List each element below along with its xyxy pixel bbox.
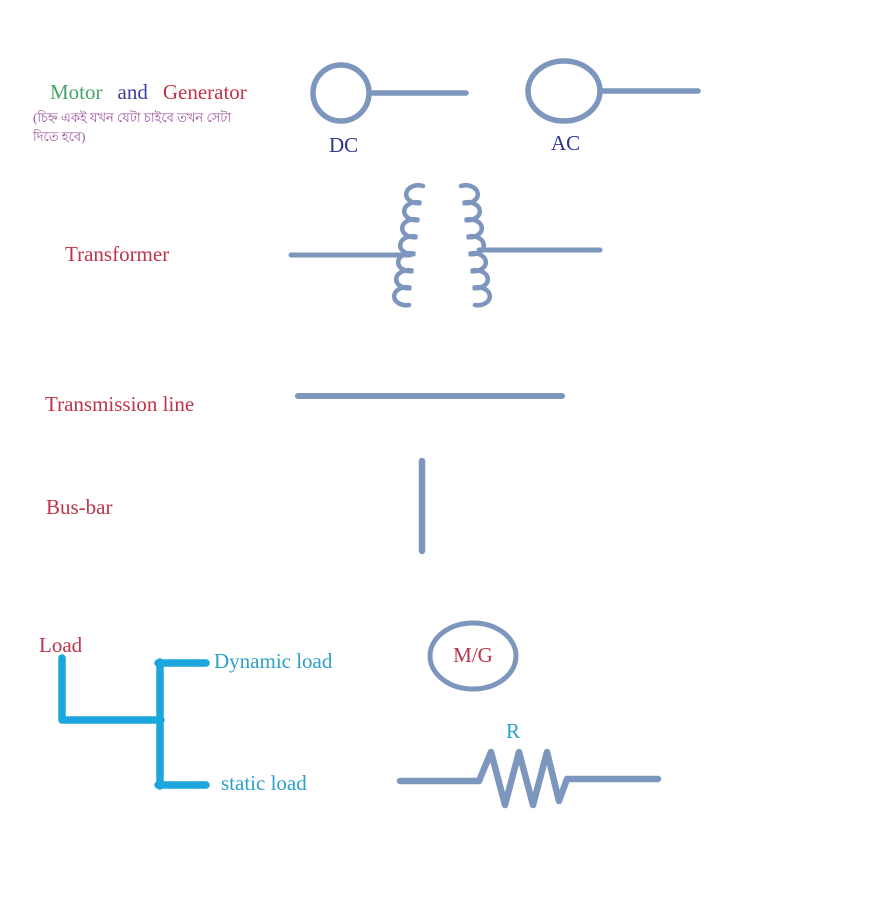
bus-bar-label: Bus-bar (46, 495, 113, 519)
transformer-label: Transformer (65, 242, 170, 266)
load-label: Load (39, 633, 83, 657)
ac-label: AC (551, 131, 581, 155)
bengali-note-line2: দিতে হবে) (33, 129, 86, 144)
load-tree-bracket (58, 654, 210, 790)
motor-generator-circle (427, 620, 519, 692)
ac-machine-circle (525, 58, 603, 124)
transmission-line-label: Transmission line (45, 392, 195, 416)
static-load-label: static load (221, 771, 307, 795)
dc-label: DC (329, 133, 359, 157)
motor-word: Motor (50, 80, 103, 104)
resistor-label: R (506, 719, 521, 743)
dynamic-load-label: Dynamic load (214, 649, 333, 673)
transformer-primary-coil (391, 183, 426, 308)
generator-word: Generator (162, 80, 247, 104)
resistor-symbol (396, 748, 662, 809)
heading: Motor and Generator (50, 80, 247, 105)
transformer-secondary-coil (458, 183, 493, 308)
dc-machine-circle (310, 62, 372, 124)
bengali-note: (চিহ্ন একই যখন যেটা চাইবে তখন সেটা দিতে … (33, 108, 273, 146)
motor-generator-label: M/G (453, 643, 493, 667)
bengali-note-line1: (চিহ্ন একই যখন যেটা চাইবে তখন সেটা (33, 110, 232, 125)
and-word: and (117, 80, 148, 104)
